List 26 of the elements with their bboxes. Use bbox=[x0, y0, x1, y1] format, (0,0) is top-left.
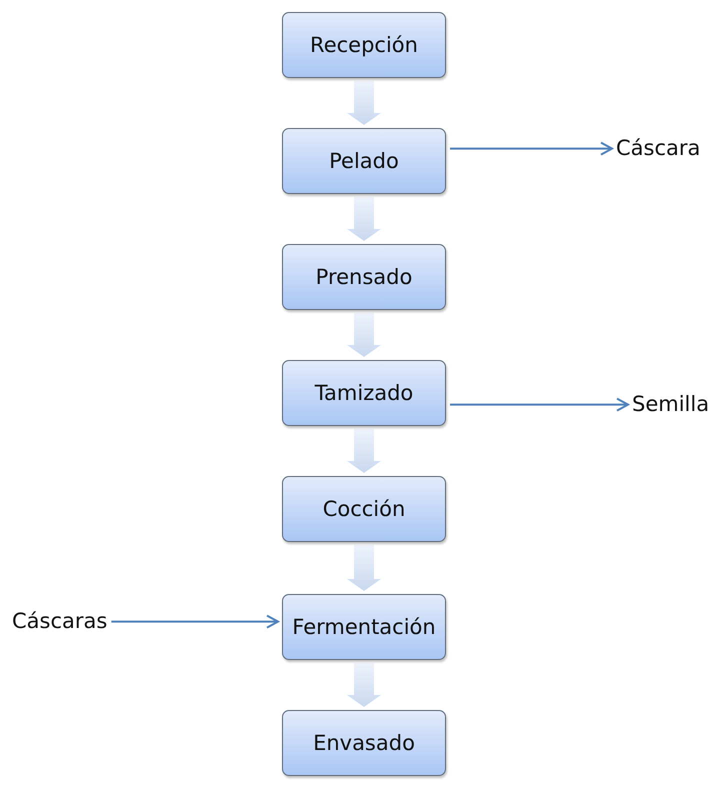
block-arrow bbox=[347, 663, 381, 707]
output-label: Cáscaras bbox=[12, 609, 108, 634]
step-label: Pelado bbox=[329, 149, 399, 173]
block-arrow bbox=[347, 81, 381, 125]
process-box bbox=[282, 12, 446, 78]
arrow bbox=[450, 398, 629, 412]
block-arrow bbox=[347, 197, 381, 241]
process-box bbox=[282, 594, 446, 660]
output-label: Cáscara bbox=[616, 136, 700, 162]
process-box bbox=[282, 244, 446, 310]
process-box bbox=[282, 476, 446, 542]
process-box bbox=[282, 128, 446, 194]
step-label: Envasado bbox=[313, 731, 415, 755]
step-label: Tamizado bbox=[314, 381, 414, 405]
arrow bbox=[111, 614, 279, 629]
process-box bbox=[282, 360, 446, 426]
block-arrow bbox=[347, 545, 381, 591]
block-arrow bbox=[347, 313, 381, 357]
step-label: Prensado bbox=[316, 265, 412, 289]
step-label: Fermentación bbox=[292, 615, 436, 639]
arrow bbox=[450, 142, 613, 156]
step-label: Recepción bbox=[310, 33, 418, 57]
block-arrow bbox=[347, 429, 381, 473]
process-box bbox=[282, 710, 446, 776]
step-label: Cocción bbox=[322, 497, 406, 521]
output-label: Semilla bbox=[632, 392, 710, 418]
